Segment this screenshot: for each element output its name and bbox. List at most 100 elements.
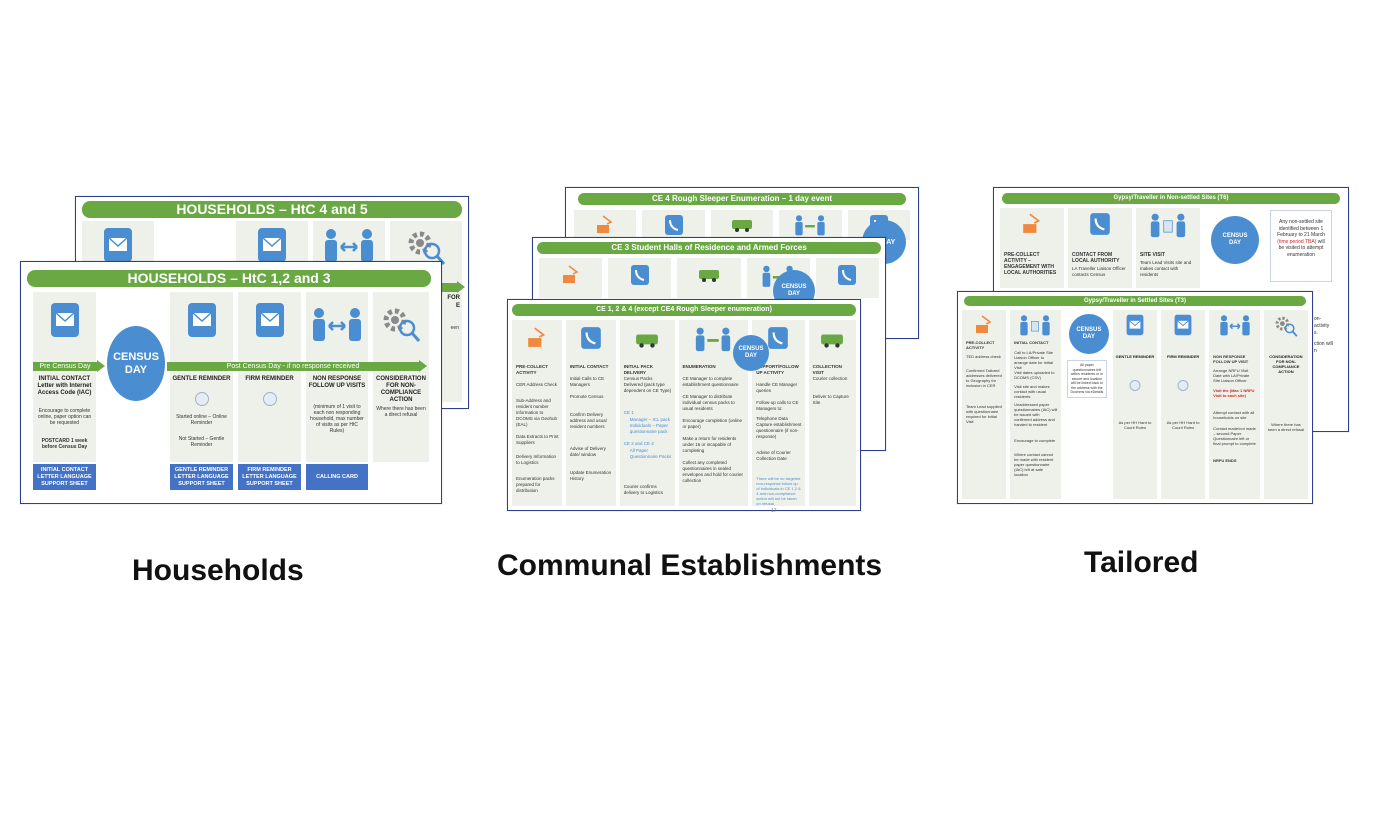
envelope-icon xyxy=(257,227,287,268)
households-htc123-slide: HOUSEHOLDS – HtC 1,2 and 3 INITIAL CONTA… xyxy=(20,261,442,504)
ce-col5-title: SUPPORT/FOLLOW UP ACTIVITY xyxy=(756,364,799,375)
people-exchange-icon xyxy=(309,306,365,347)
ce3-icon-row xyxy=(539,258,880,298)
ce-col4-item-3: Encourage completion (online or paper) xyxy=(682,418,743,429)
smile-icon xyxy=(1129,380,1141,391)
t3-col-census: CENSUS DAY All paper questionnaires left… xyxy=(1065,310,1109,499)
hh-col5-text: Where there has been a direct refusal xyxy=(376,406,426,418)
t6-fragment-2: activity xyxy=(1314,323,1330,329)
hand-icon xyxy=(561,264,581,289)
t3-col6-item-5: NRFU ENDS xyxy=(1213,458,1237,463)
t3-census-day: CENSUS DAY xyxy=(1068,314,1109,354)
t6-note: Any non-settled site identified between … xyxy=(1270,210,1332,282)
t3-col-initial-contact: INITIAL CONTACT Call to LA/Private Site … xyxy=(1010,310,1061,499)
ce4-col-2 xyxy=(642,210,705,240)
gear-search-icon xyxy=(381,304,421,349)
ce-col3-title: INITIAL PACK DELIVERY xyxy=(623,364,654,375)
envelope-icon xyxy=(50,302,80,343)
ce-col3-item-3: Manager – ICL pack xyxy=(629,417,671,422)
people-clipboard-icon xyxy=(1017,314,1053,341)
hand-icon xyxy=(595,214,615,239)
ce-col2-item-2: Promote Census xyxy=(569,394,604,399)
gentle-reminder-letter-button[interactable]: GENTLE REMINDER LETTER LANGUAGE SUPPORT … xyxy=(170,464,233,490)
hh-col3-title: FIRM REMINDER xyxy=(245,376,294,382)
back-col5-fragment-2: E xyxy=(455,303,460,309)
ce-col3-item-1: Census Packs Delivered (pack type depend… xyxy=(623,376,672,393)
t6-fragment-1: on- xyxy=(1314,316,1322,322)
phone-icon xyxy=(767,326,789,355)
t3-col6-item-2: Visit the (Max 1 NRFU Visit to each site… xyxy=(1213,388,1255,398)
t3-col-non-compliance: CONSIDERATION FOR NON-COMPLIANCE ACTION … xyxy=(1263,310,1308,499)
t6-col-site-visit: SITE VISIT Team Lead Visits site and mak… xyxy=(1136,208,1200,288)
ce3-col-2 xyxy=(608,258,672,298)
envelope-icon xyxy=(1126,314,1144,341)
envelope-icon xyxy=(187,302,217,343)
hh-col4-title: NON RESPONSE FOLLOW UP VISITS xyxy=(308,376,366,389)
t3-col4-title: GENTLE REMINDER xyxy=(1115,354,1155,359)
ce-col4-item-5: Collect any completed questionnaires in … xyxy=(682,460,744,483)
t6-fragment-4: ction will xyxy=(1314,341,1333,347)
ce-col2-item-4: Advise of Delivery date/ window xyxy=(569,446,606,457)
hh-col2-text2: Not Started – Gentle Reminder xyxy=(178,436,225,448)
ce-col-pre-collect: PRE-COLLECT ACTIVITY CER Address Check S… xyxy=(512,320,562,506)
firm-reminder-letter-button[interactable]: FIRM REMINDER LETTER LANGUAGE SUPPORT SH… xyxy=(238,464,301,490)
van-icon xyxy=(820,332,844,353)
t3-col-pre-collect: PRE-COLLECT ACTIVITY TED address check C… xyxy=(962,310,1007,499)
ce-col4-title: ENUMERATION xyxy=(682,364,716,369)
tailored-caption: Tailored xyxy=(1084,546,1199,579)
ce-col3-item-6: All Paper Questionnaire Packs xyxy=(629,448,672,459)
hh-col-nrfu: NON RESPONSE FOLLOW UP VISITS (minimum o… xyxy=(306,292,368,462)
ce-col2-item-3: Confirm Delivery address and usual resid… xyxy=(569,412,607,429)
phone-icon xyxy=(837,264,857,291)
ce-col2-item-1: Initial Calls to CE Managers xyxy=(569,376,605,387)
ce124-census-day: CENSUS DAY xyxy=(733,335,769,371)
t3-columns: PRE-COLLECT ACTIVITY TED address check C… xyxy=(962,310,1308,499)
households-htc123-title: HOUSEHOLDS – HtC 1,2 and 3 xyxy=(27,270,431,287)
t6-col2-text: LA Traveller Liaison Officer contacts Ce… xyxy=(1072,266,1126,277)
households-htc45-title: HOUSEHOLDS – HtC 4 and 5 xyxy=(82,201,462,218)
ce-col1-item-2: Sub-Address and resident number informat… xyxy=(516,398,558,427)
t3-col1-item-3: Team Lead supplied with questionnaire re… xyxy=(966,404,1002,424)
t3-col2-item-4: Unaddressed paper questionnaires (IAC) w… xyxy=(1014,402,1058,427)
ce-col2-title: INITIAL CONTACT xyxy=(569,364,609,369)
t3-col6-item-1: Arrange NRFU Visit Date with LA/Private … xyxy=(1213,368,1250,383)
ce-col1-item-1: CER Address Check xyxy=(516,382,558,387)
t3-col2-item-2: Visit dates uploaded to DCOMS (CSV) xyxy=(1014,370,1055,380)
t3-col5-title: FIRM REMINDER xyxy=(1166,354,1200,359)
ce-col1-item-5: Enumeration packs prepared for distribut… xyxy=(516,476,555,493)
t3-col-gentle: GENTLE REMINDER As per HH Hard to Count … xyxy=(1112,310,1158,499)
hh-col4-text: (minimum of 1 visit to each non respondi… xyxy=(310,404,364,434)
hh-col1-text2: POSTCARD 1 week before Census Day xyxy=(41,438,88,450)
initial-contact-letter-button[interactable]: INITIAL CONTACT LETTER LANGUAGE SUPPORT … xyxy=(33,464,96,490)
ce-col4-item-2: CE Manager to distribute individual cens… xyxy=(682,394,735,411)
hh-col-gentle-reminder: GENTLE REMINDER Started online – Online … xyxy=(170,292,233,462)
ce4-col-1 xyxy=(574,210,637,240)
hh-col2-title: GENTLE REMINDER xyxy=(172,376,231,382)
van-icon xyxy=(635,332,659,353)
people-exchange-icon xyxy=(792,214,828,240)
t6-col3-text: Team Lead Visits site and makes contact … xyxy=(1140,260,1192,277)
ce-col5-item-3: Telephone Data Capture establishment que… xyxy=(756,416,802,439)
ce3-col-5 xyxy=(815,258,880,298)
calling-card-button[interactable]: CALLING CARD xyxy=(306,464,368,490)
t3-col2-title: INITIAL CONTACT xyxy=(1014,340,1049,345)
t6-note-part-1: Any non-settled site identified between … xyxy=(1277,219,1325,238)
van-icon xyxy=(698,268,720,287)
hh-col5-title: CONSIDERATION FOR NON-COMPLIANCE ACTION xyxy=(376,376,426,403)
ce-col3-item-4: Individuals – Paper questionnaire pack xyxy=(629,423,668,434)
t6-col-pre-collect: PRE-COLLECT ACTIVITY – ENGAGEMENT WITH L… xyxy=(1000,208,1064,288)
t6-col3-title: SITE VISIT xyxy=(1140,252,1166,258)
frown-icon xyxy=(263,392,277,406)
phone-icon xyxy=(1089,212,1111,241)
ce-col2-item-5: Update Enumeration History xyxy=(569,470,612,481)
ce-col1-title: PRE-COLLECT ACTIVITY xyxy=(516,364,548,375)
t3-title: Gypsy/Traveller in Settled Sites (T3) xyxy=(964,296,1306,306)
pre-census-arrow: Pre Census Day xyxy=(33,360,105,372)
ce4-col-4 xyxy=(779,210,842,240)
ce-col3-item-7: Courier confirms delivery to Logistics xyxy=(623,484,663,495)
ce4-icon-row xyxy=(574,210,911,240)
t3-col1-title: PRE-COLLECT ACTIVITY xyxy=(966,340,995,350)
phone-icon xyxy=(630,264,650,291)
ce-col1-item-3: Data Extracts to Print Suppliers xyxy=(516,434,559,445)
ce3-col-3 xyxy=(677,258,741,298)
